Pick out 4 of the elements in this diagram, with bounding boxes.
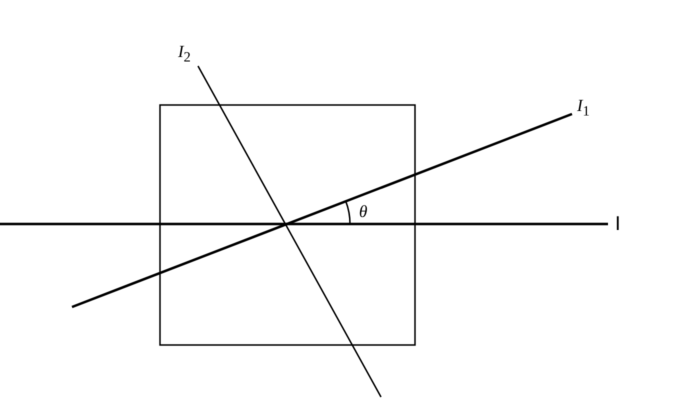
- line-label: I$_{2}$: [178, 43, 191, 65]
- angle-label: θ: [359, 203, 368, 220]
- line-label: I$_{1}$: [577, 97, 590, 119]
- line-label: I: [615, 214, 621, 234]
